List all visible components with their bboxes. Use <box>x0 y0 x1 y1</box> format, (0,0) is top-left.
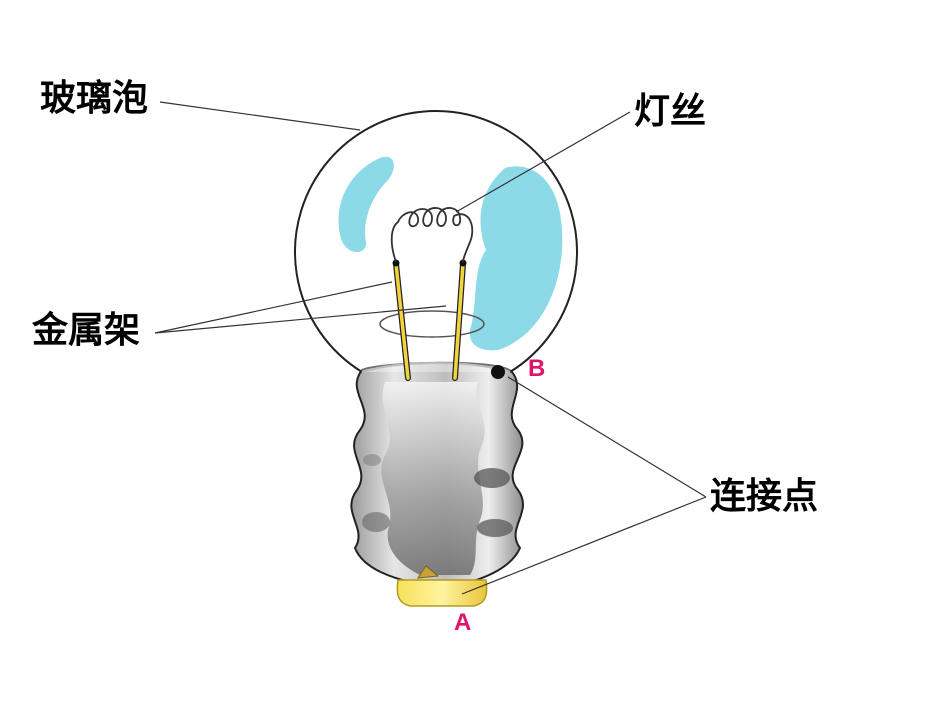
connection-point-b <box>491 365 505 379</box>
frame-ring <box>379 310 485 338</box>
contact-tip <box>416 565 440 579</box>
label-metal-frame: 金属架 <box>32 309 141 351</box>
metal-frame <box>392 259 467 381</box>
label-filament: 灯丝 <box>634 90 707 132</box>
base-contact <box>396 579 488 607</box>
leader-lines <box>154 101 707 595</box>
screw-base <box>350 361 524 583</box>
label-connection-points: 连接点 <box>710 475 819 517</box>
filament <box>390 207 474 263</box>
glass-bulb <box>294 109 578 373</box>
label-glass-bulb: 玻璃泡 <box>40 77 149 119</box>
label-point-b: B <box>528 355 546 382</box>
label-point-a: A <box>454 609 472 636</box>
